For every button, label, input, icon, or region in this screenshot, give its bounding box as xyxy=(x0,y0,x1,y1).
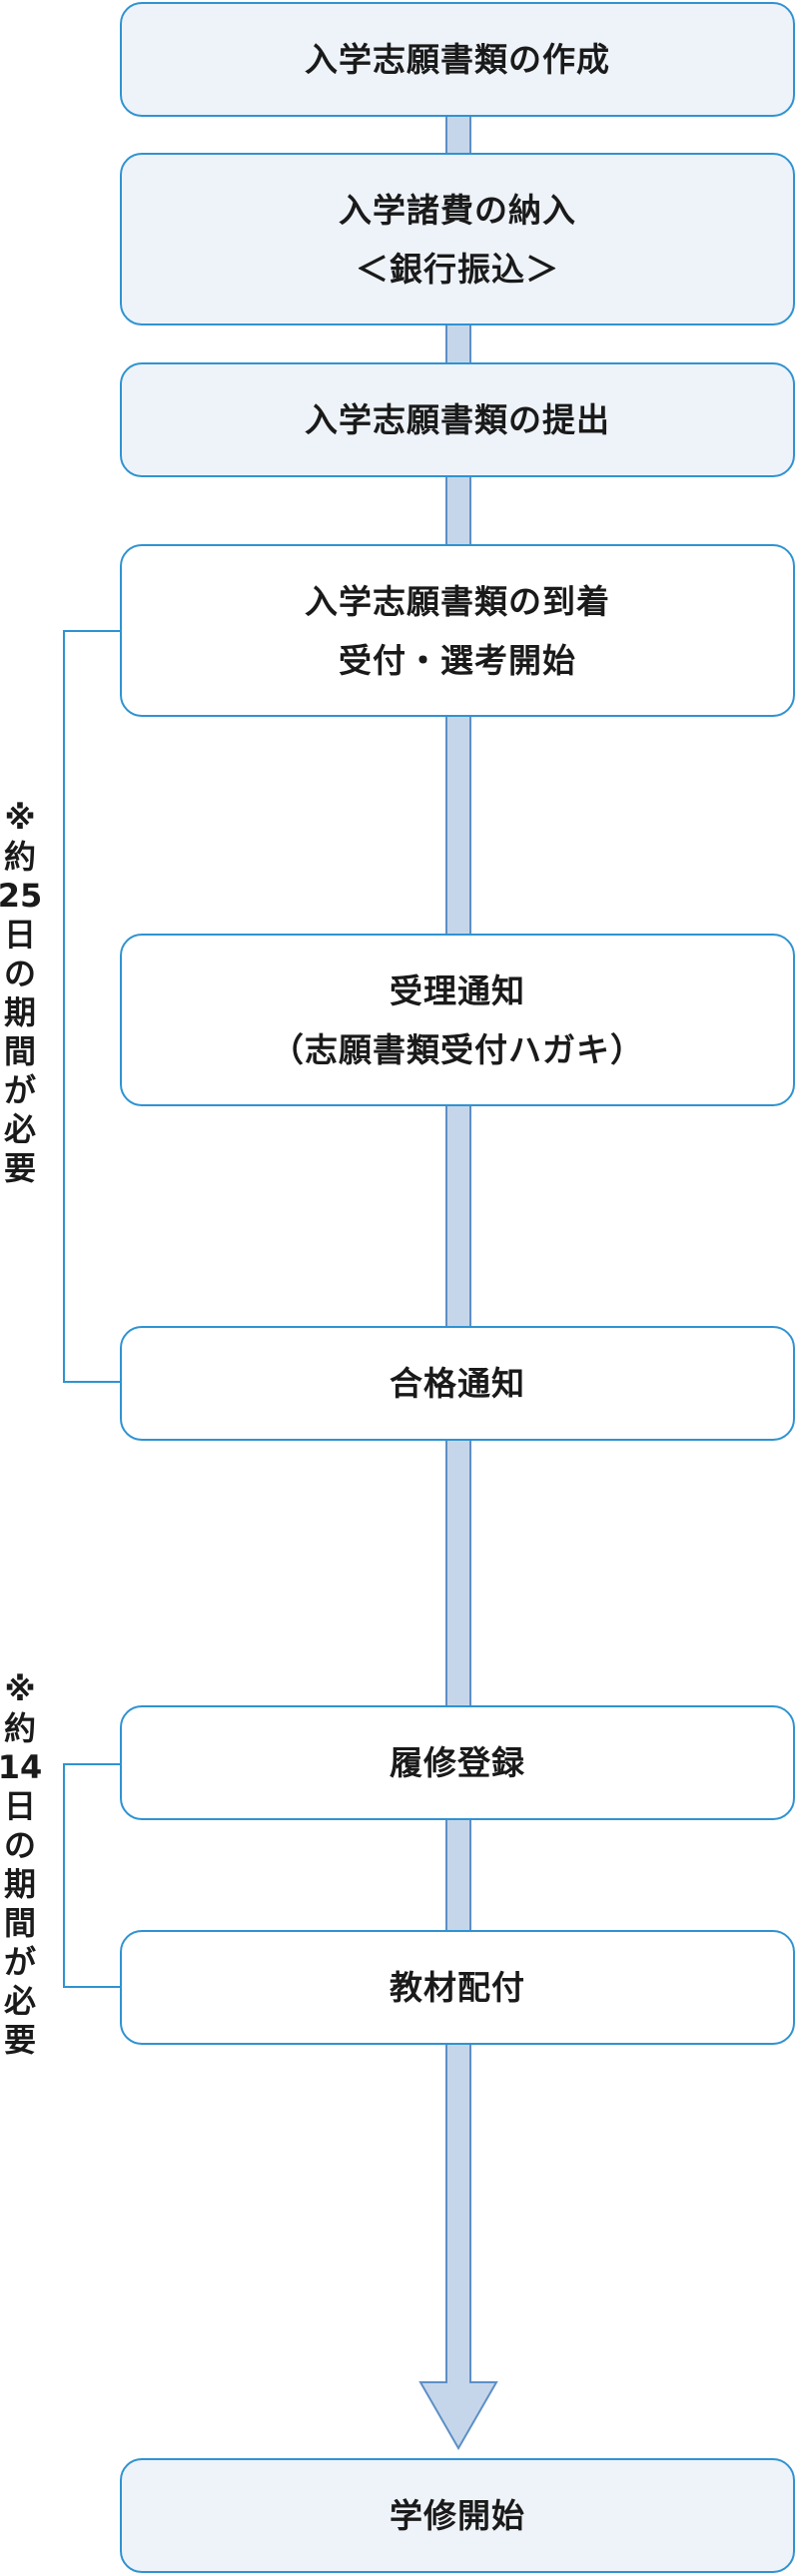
step-label: 合格通知 xyxy=(390,1364,525,1403)
step-submit-forms: 入学志願書類の提出 xyxy=(120,362,795,477)
step-label: 入学志願書類の到着 xyxy=(305,581,610,621)
step-study-start: 学修開始 xyxy=(120,2458,795,2573)
note-25-char: 約 xyxy=(3,838,36,877)
step-fee-payment: 入学諸費の納入 ＜銀行振込＞ xyxy=(120,153,795,325)
step-label: 入学志願書類の提出 xyxy=(305,400,610,439)
step-sublabel: 受付・選考開始 xyxy=(339,640,576,680)
bracket-25-days xyxy=(63,630,121,1383)
step-label: 受理通知 xyxy=(390,970,525,1010)
step-label: 教材配付 xyxy=(390,1968,525,2007)
step-sublabel: （志願書類受付ハガキ） xyxy=(271,1029,644,1069)
note-14-days: ※ 約 14 日 の 期 間 が 必 要 xyxy=(0,1670,43,2060)
note-25-char: 期 xyxy=(3,993,36,1032)
note-25-char: の xyxy=(3,955,36,993)
note-14-char: 必 xyxy=(3,1982,36,2021)
step-sublabel: ＜銀行振込＞ xyxy=(356,249,559,289)
step-acceptance-notice: 合格通知 xyxy=(120,1326,795,1441)
step-label: 履修登録 xyxy=(390,1743,525,1782)
note-14-char: 約 xyxy=(3,1709,36,1748)
step-label: 入学志願書類の作成 xyxy=(305,40,610,79)
note-25-char: 間 xyxy=(3,1032,36,1071)
note-25-days: ※ 約 25 日 の 期 間 が 必 要 xyxy=(0,799,43,1188)
note-14-char: 間 xyxy=(3,1904,36,1943)
note-25-number: 25 xyxy=(0,877,43,916)
step-label: 学修開始 xyxy=(390,2496,525,2535)
note-14-char: 要 xyxy=(3,2021,36,2060)
note-25-mark: ※ xyxy=(4,799,36,837)
bracket-14-days xyxy=(63,1763,121,1988)
note-14-char: の xyxy=(3,1826,36,1865)
step-receipt-notice: 受理通知 （志願書類受付ハガキ） xyxy=(120,934,795,1106)
note-14-number: 14 xyxy=(0,1748,43,1787)
step-course-registration: 履修登録 xyxy=(120,1705,795,1820)
note-25-char: 日 xyxy=(3,916,36,955)
step-label: 入学諸費の納入 xyxy=(339,190,576,230)
note-25-char: 要 xyxy=(3,1149,36,1188)
step-application-forms: 入学志願書類の作成 xyxy=(120,2,795,117)
step-forms-arrival: 入学志願書類の到着 受付・選考開始 xyxy=(120,544,795,717)
note-14-char: が xyxy=(3,1943,36,1982)
note-25-char: が xyxy=(3,1071,36,1110)
note-14-char: 期 xyxy=(3,1865,36,1904)
step-materials-delivery: 教材配付 xyxy=(120,1930,795,2045)
note-25-char: 必 xyxy=(3,1110,36,1149)
note-14-mark: ※ xyxy=(4,1670,36,1708)
note-14-char: 日 xyxy=(3,1787,36,1826)
